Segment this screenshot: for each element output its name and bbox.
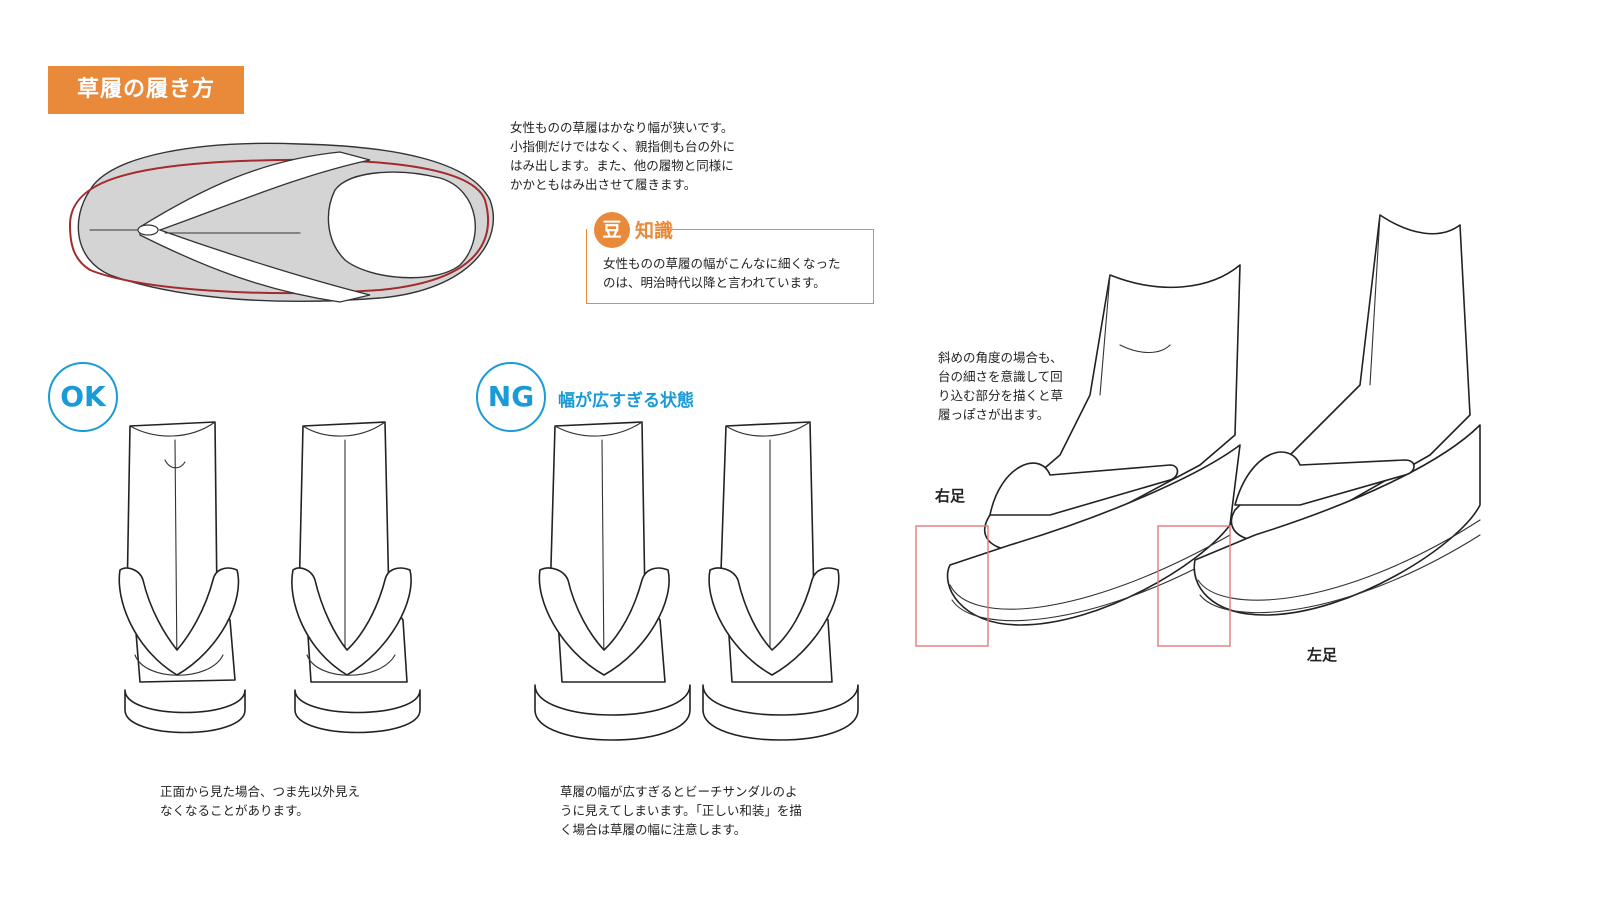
intro-line: 女性ものの草履はかなり幅が狭いです。 bbox=[510, 120, 734, 135]
ng-caption-line: うに見えてしまいます。「正しい和装」を描 bbox=[560, 803, 802, 818]
page-title: 草履の履き方 bbox=[48, 66, 244, 114]
diagonal-left-foot bbox=[1193, 214, 1481, 616]
zori-top-view-illustration bbox=[68, 142, 495, 303]
highlight-box-left bbox=[1157, 525, 1231, 647]
trivia-line: 女性ものの草履の幅がこんなに細くなった bbox=[603, 256, 841, 271]
ok-right-foot bbox=[291, 421, 421, 734]
highlight-box-right bbox=[915, 525, 989, 647]
intro-line: 小指側だけではなく、親指側も台の外に bbox=[510, 139, 736, 154]
ng-badge: NG bbox=[476, 362, 546, 432]
trivia-text: 女性ものの草履の幅がこんなに細くなった のは、明治時代以降と言われています。 bbox=[603, 254, 841, 292]
diagonal-caption-line: 斜めの角度の場合も、 bbox=[938, 350, 1063, 365]
diagonal-view-illustration bbox=[915, 214, 1481, 647]
ng-right-foot bbox=[702, 421, 859, 741]
trivia-badge: 豆 bbox=[594, 212, 630, 248]
diagonal-caption-line: 台の細さを意識して回 bbox=[938, 369, 1063, 384]
diagonal-caption-line: 履っぽさが出ます。 bbox=[938, 407, 1050, 422]
trivia-title: 知識 bbox=[635, 220, 674, 242]
ng-label: 幅が広すぎる状態 bbox=[558, 391, 694, 411]
diagonal-right-foot bbox=[946, 264, 1241, 626]
intro-line: はみ出します。また、他の履物と同様に bbox=[510, 158, 734, 173]
intro-line: かかともはみ出させて履きます。 bbox=[510, 177, 697, 192]
ng-front-view-illustration bbox=[534, 421, 859, 741]
diagonal-caption-line: り込む部分を描くと草 bbox=[938, 388, 1064, 403]
ng-caption: 草履の幅が広すぎるとビーチサンダルのよ うに見えてしまいます。「正しい和装」を描… bbox=[560, 782, 802, 839]
ok-left-foot bbox=[118, 421, 246, 734]
ng-left-foot bbox=[534, 421, 691, 741]
left-foot-label: 左足 bbox=[1307, 646, 1338, 664]
intro-text: 女性ものの草履はかなり幅が狭いです。 小指側だけではなく、親指側も台の外に はみ… bbox=[510, 118, 735, 194]
ng-caption-line: 草履の幅が広すぎるとビーチサンダルのよ bbox=[560, 784, 798, 799]
diagonal-caption: 斜めの角度の場合も、 台の細さを意識して回 り込む部分を描くと草 履っぽさが出ま… bbox=[938, 348, 1063, 424]
ok-caption-line: なくなることがあります。 bbox=[160, 803, 309, 818]
ng-caption-line: く場合は草履の幅に注意します。 bbox=[560, 822, 747, 837]
ok-caption: 正面から見た場合、つま先以外見え なくなることがあります。 bbox=[160, 782, 360, 820]
trivia-box bbox=[586, 229, 874, 304]
trivia-box-top-border bbox=[660, 229, 873, 230]
ok-caption-line: 正面から見た場合、つま先以外見え bbox=[160, 784, 361, 799]
trivia-line: のは、明治時代以降と言われています。 bbox=[603, 275, 826, 290]
ok-front-view-illustration bbox=[118, 421, 421, 734]
ok-badge: OK bbox=[48, 362, 118, 432]
right-foot-label: 右足 bbox=[935, 487, 966, 505]
